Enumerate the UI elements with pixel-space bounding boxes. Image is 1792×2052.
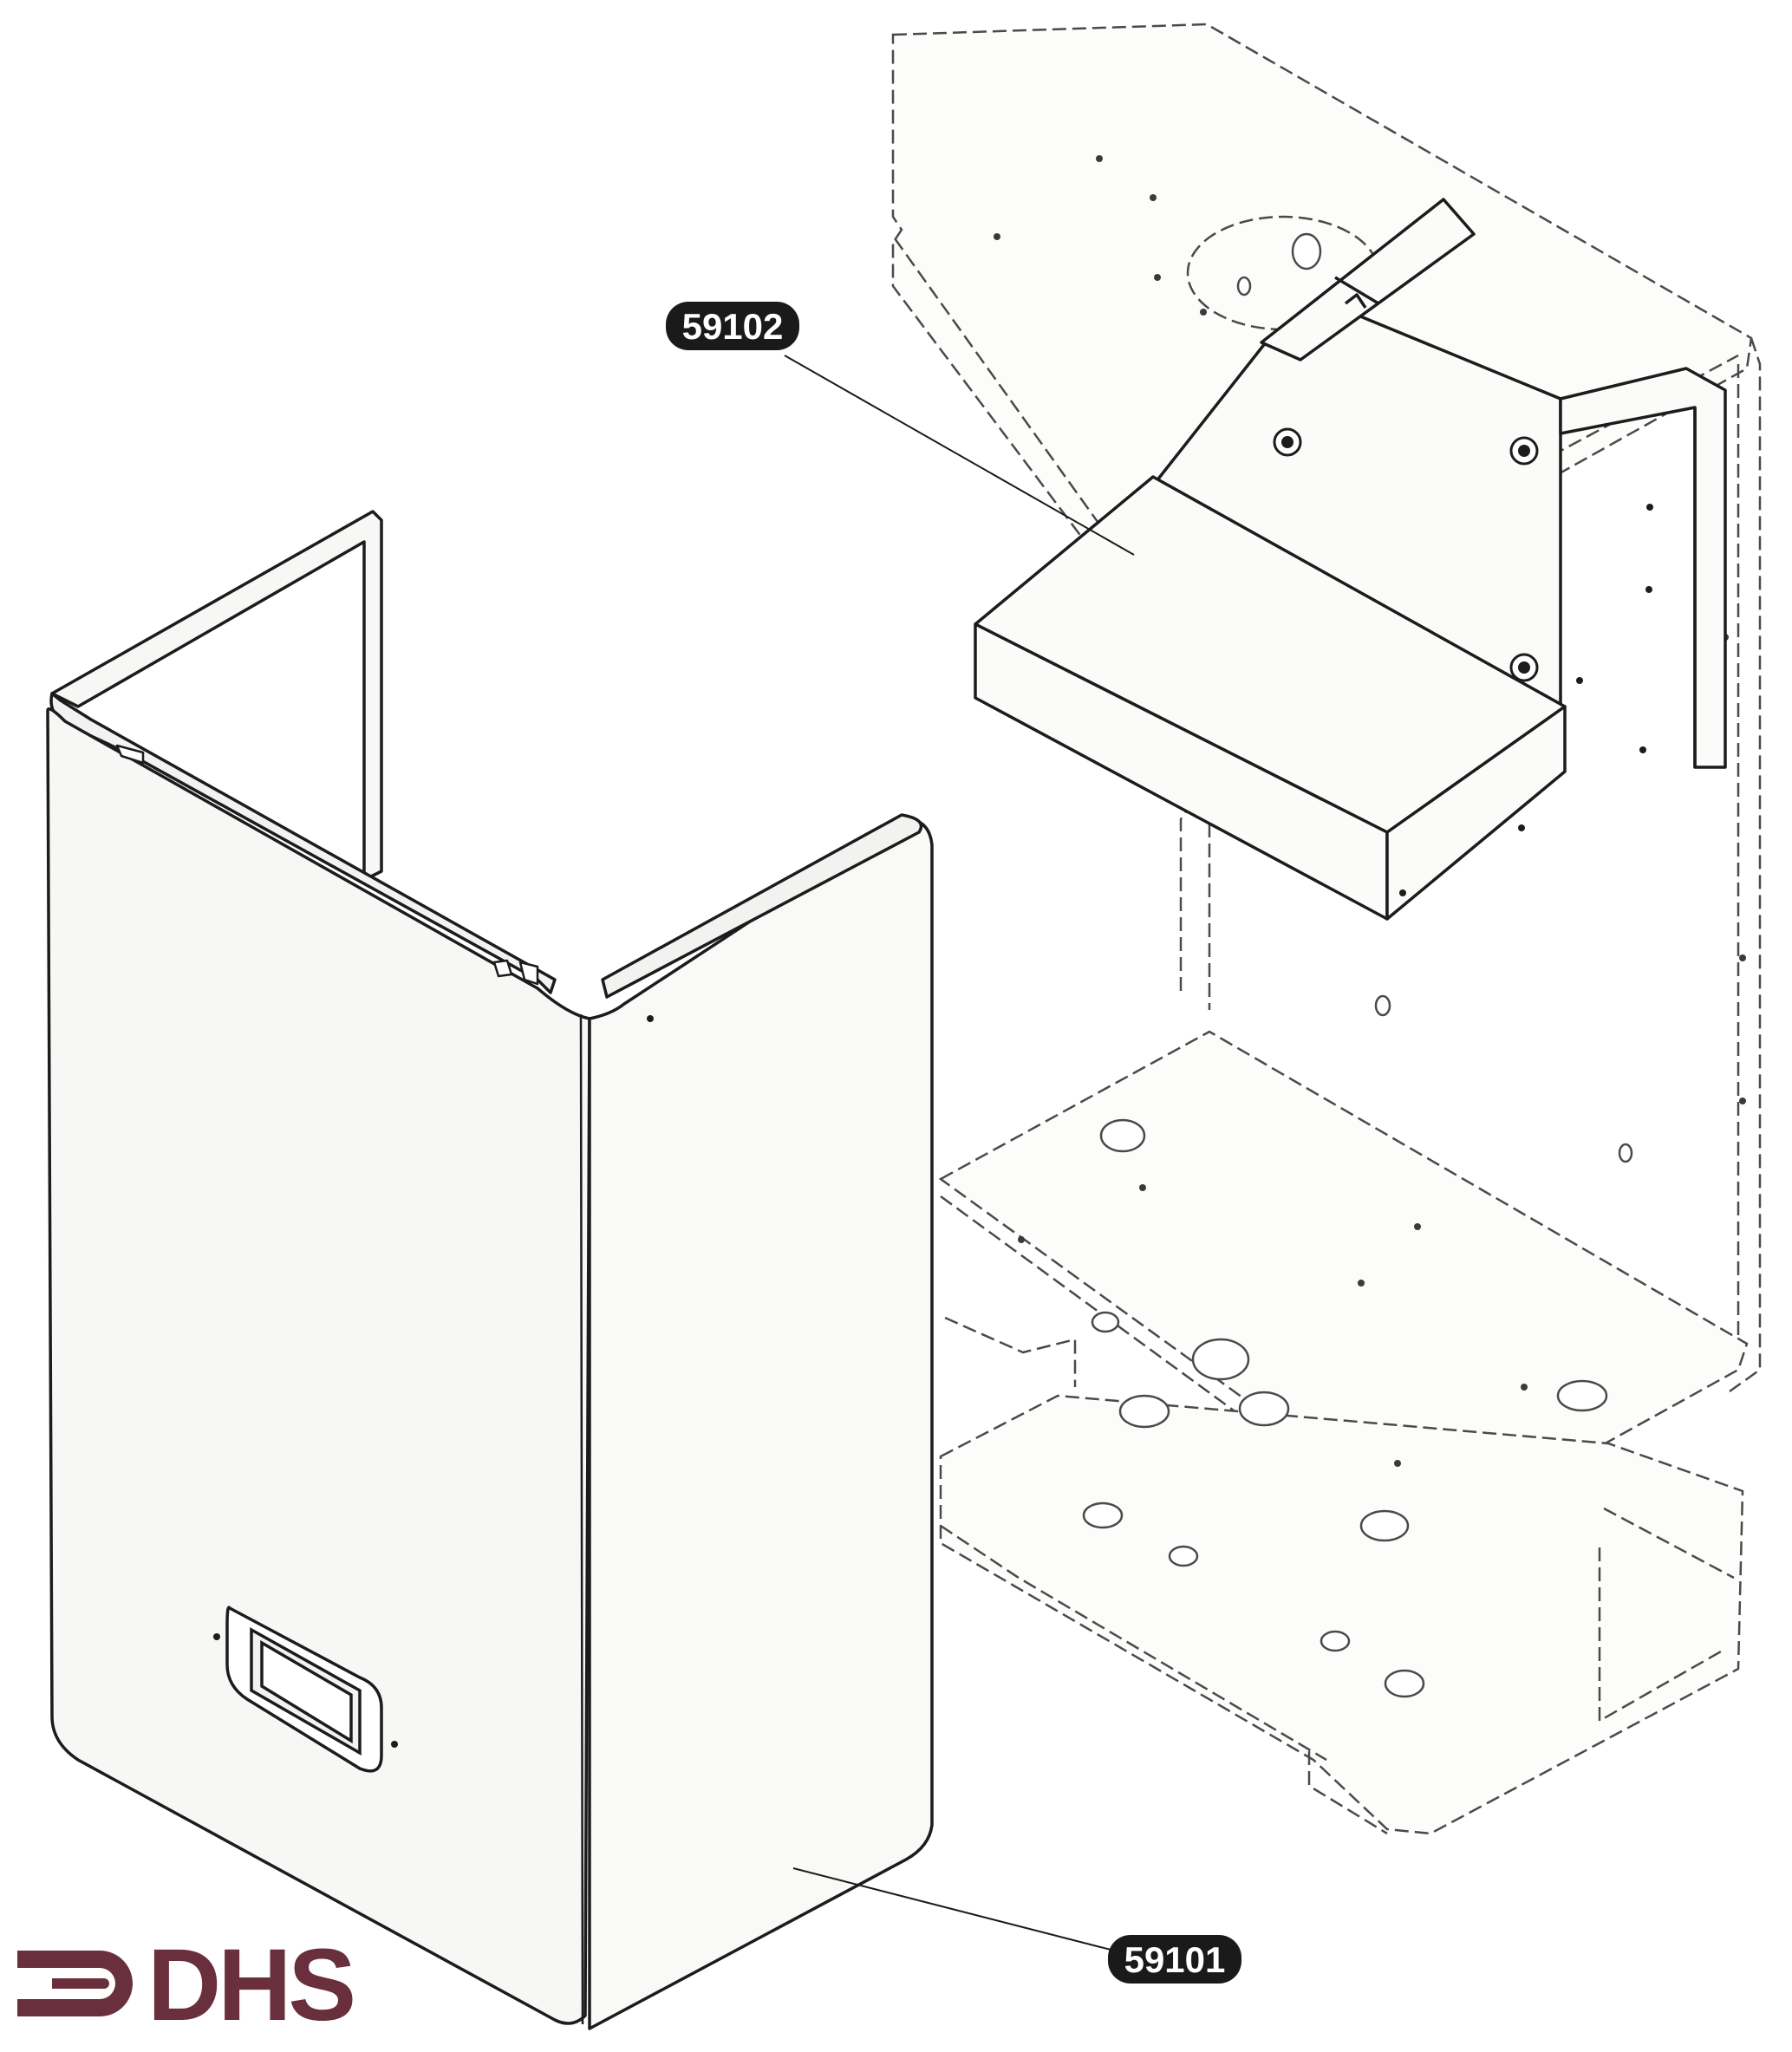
- dhs-logo-mark: [17, 1951, 133, 2016]
- chassis-holes: [1082, 232, 1633, 1698]
- flue-hood-fasteners: [1273, 427, 1653, 896]
- dhs-logo: DHS: [17, 1928, 356, 2042]
- leader-lines: [784, 355, 1135, 1951]
- casing-left-flange: [50, 510, 383, 882]
- casing-control-window: [225, 1606, 383, 1773]
- part-59101-casing: [46, 510, 934, 2030]
- casing-screw-points: [213, 1015, 654, 1748]
- chassis-bottom-tray: [939, 1394, 1744, 1835]
- chassis-back-wall: [1729, 337, 1762, 1393]
- callout-59102: 59102: [666, 302, 799, 350]
- casing-left-panel: [46, 707, 591, 2025]
- callout-59101: 59101: [1108, 1935, 1241, 1984]
- dhs-logo-text: DHS: [147, 1928, 353, 2042]
- part-59102-flue-hood: [974, 198, 1727, 921]
- callout-59102-label: 59102: [682, 306, 784, 347]
- callout-59101-label: 59101: [1124, 1939, 1226, 1980]
- flue-hood-flange: [1559, 367, 1727, 769]
- leader-line-59102: [784, 355, 1135, 556]
- flue-hood-spigot: [1260, 198, 1476, 362]
- leader-line-59101: [792, 1867, 1115, 1951]
- casing-right-panel: [588, 818, 934, 2030]
